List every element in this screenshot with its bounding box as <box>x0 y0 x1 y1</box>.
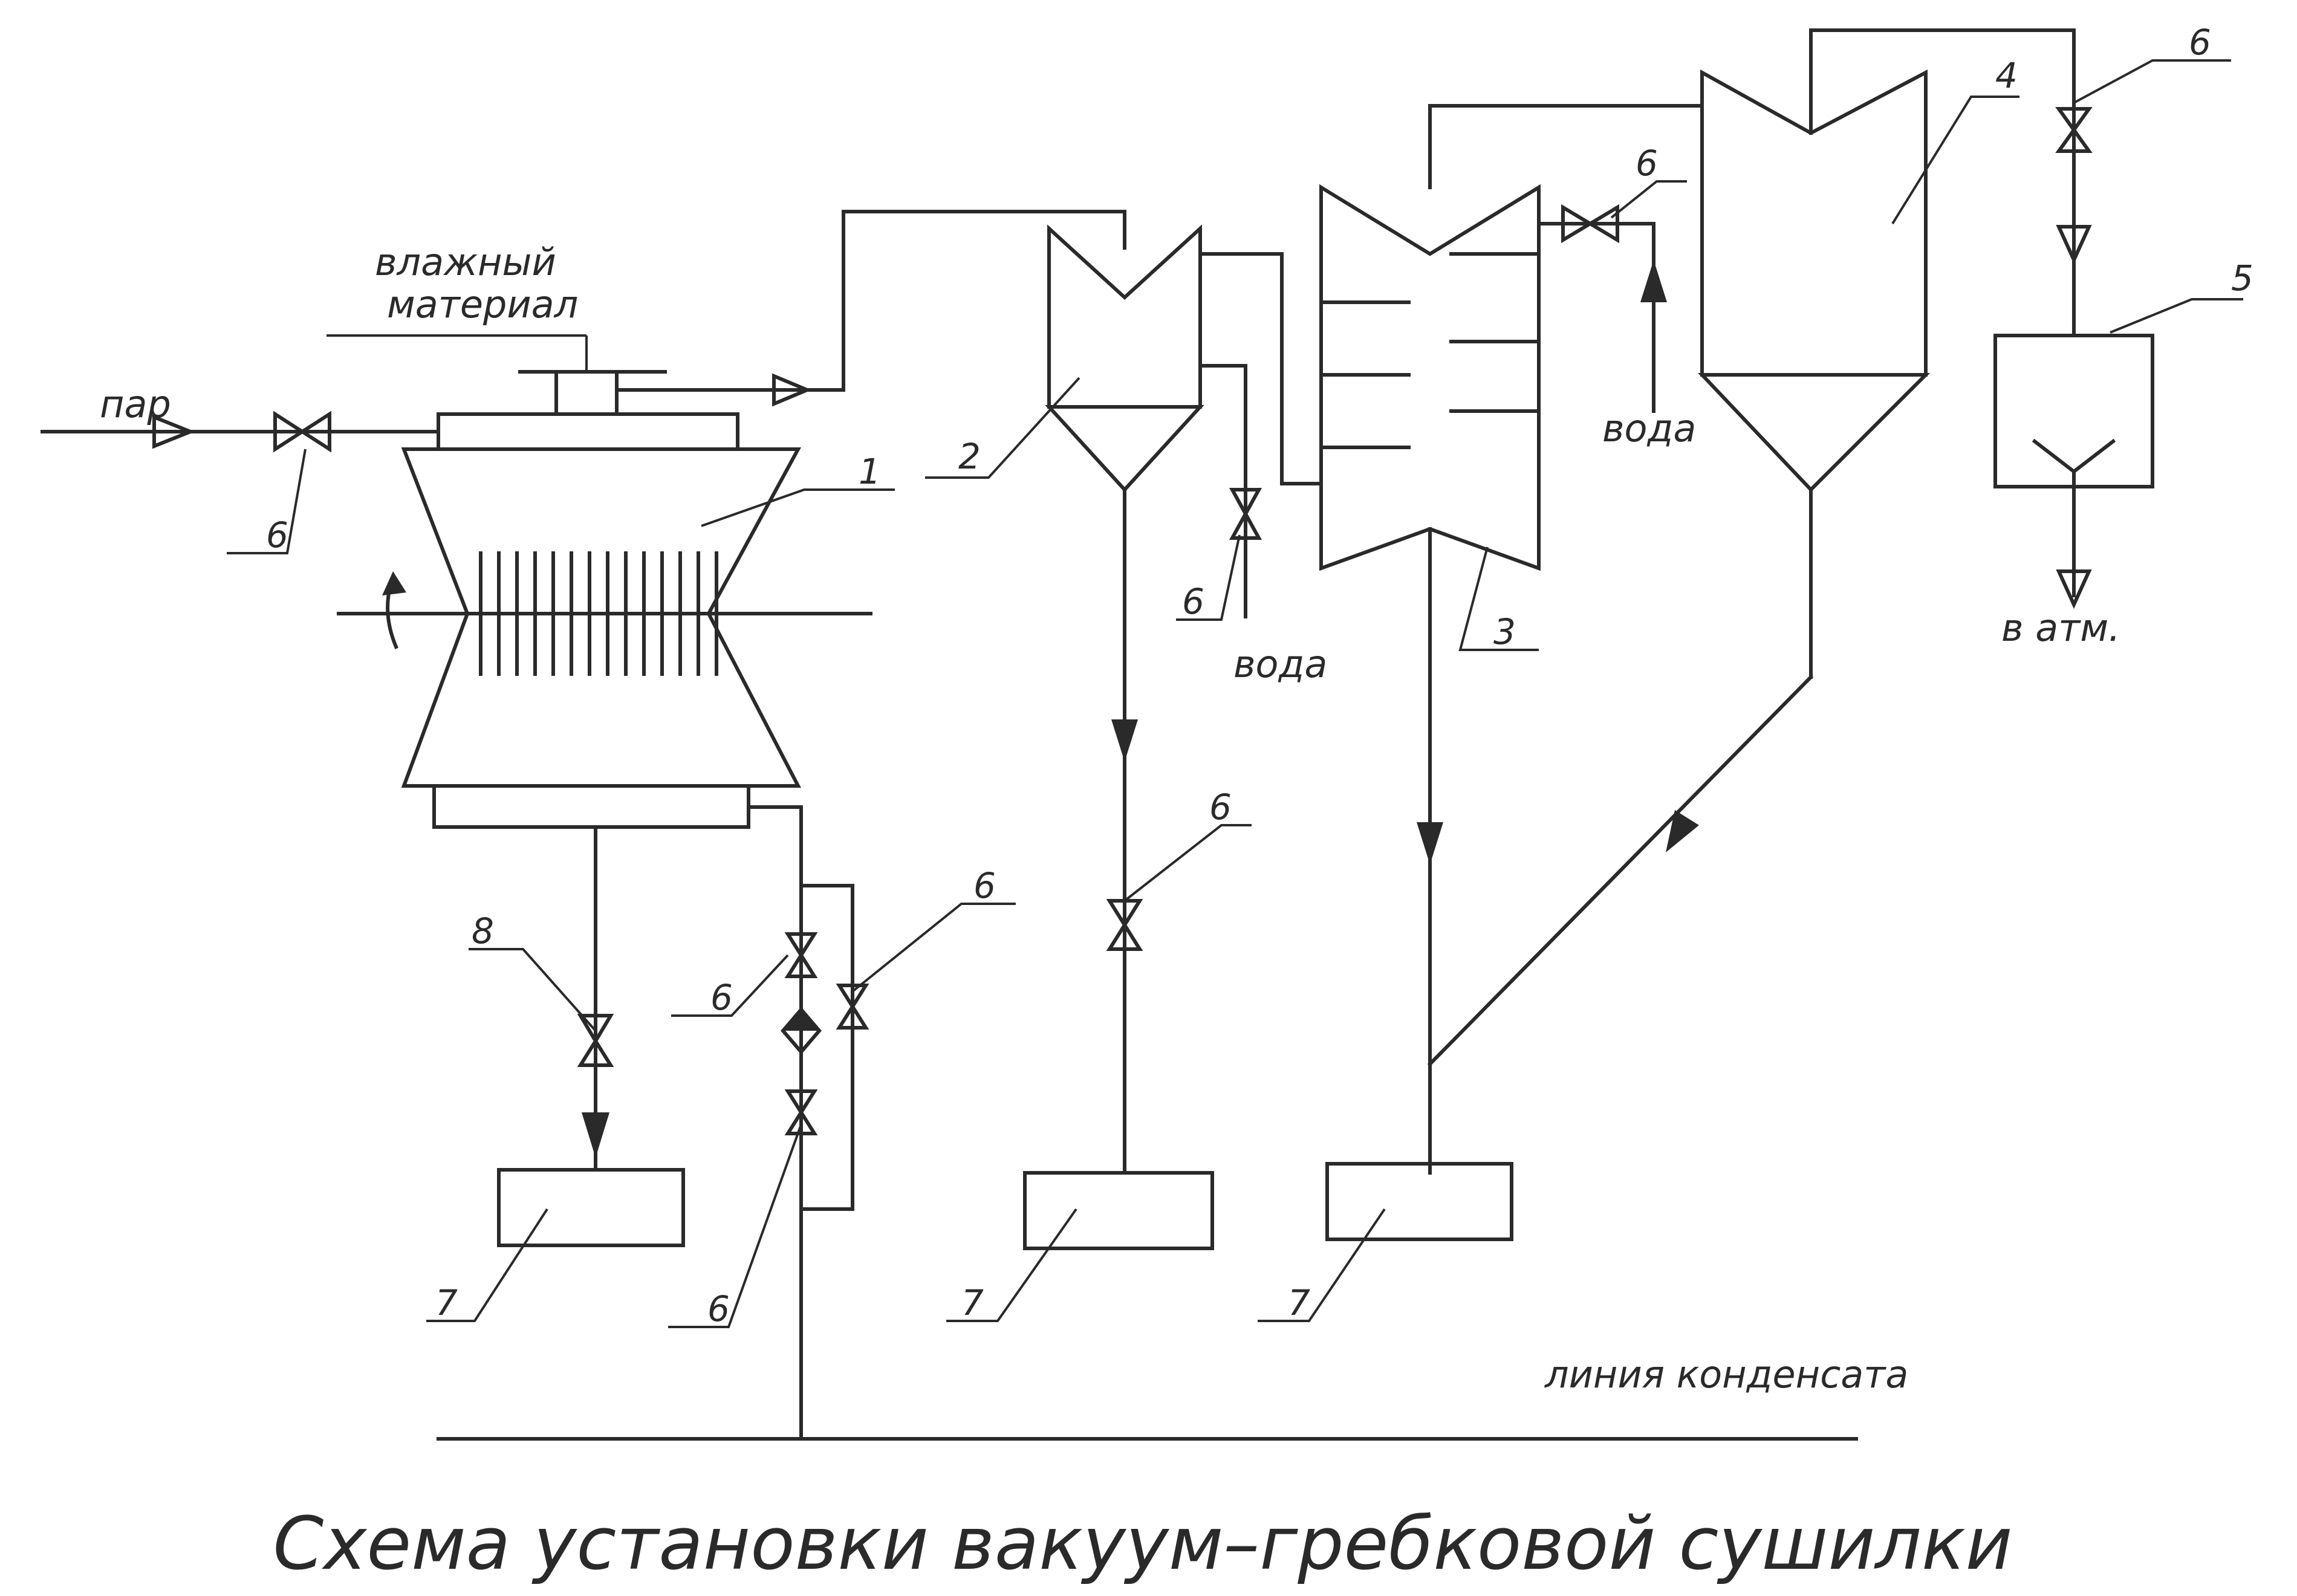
callout-7-b: 7 <box>961 1282 984 1323</box>
label-wet-material-1: влажный <box>375 240 556 284</box>
callout-7-a: 7 <box>435 1282 458 1323</box>
vapour-line <box>615 210 1126 407</box>
rakes <box>479 551 718 676</box>
label-water-2: вода <box>1602 406 1696 450</box>
callout-6-condenser: 6 <box>1636 143 1658 184</box>
dryer-top-jacket <box>437 412 739 451</box>
dryer-1 <box>337 370 872 829</box>
callout-8: 8 <box>472 910 494 952</box>
steam-inlet <box>41 410 440 453</box>
callout-6-trap-bypass: 6 <box>973 865 996 906</box>
callout-6-pump: 6 <box>2189 22 2211 63</box>
label-water-1: вода <box>1233 642 1327 686</box>
loading-hatch <box>554 370 619 416</box>
callout-5: 5 <box>2231 258 2253 299</box>
collector-7-c <box>1325 1162 1513 1241</box>
callout-4: 4 <box>1995 55 2018 96</box>
callout-6-steam: 6 <box>266 514 288 556</box>
callout-6-trap-b: 6 <box>707 1288 730 1329</box>
vacuum-pump-5 <box>1993 101 2154 609</box>
leader-lines <box>227 59 2243 1328</box>
callout-7-c: 7 <box>1288 1282 1310 1323</box>
dryer-body <box>401 447 802 788</box>
callout-2: 2 <box>958 436 981 477</box>
dust-catcher-2 <box>1045 224 1262 1175</box>
diagram-title: Схема установки вакуум–гребковой сушилки <box>273 1502 2013 1586</box>
callout-1: 1 <box>859 451 881 492</box>
collector-7-a <box>497 1168 685 1247</box>
condensate-trap <box>747 805 869 1441</box>
product-outlet <box>577 825 614 1169</box>
callout-6-water: 6 <box>1182 581 1204 622</box>
callout-6-cyclone-leg: 6 <box>1209 787 1232 828</box>
label-wet-material-2: материал <box>387 282 578 326</box>
dryer-bottom-jacket <box>432 784 750 829</box>
receiver-4 <box>1427 28 2076 1067</box>
label-to-atm: в атм. <box>2001 606 2120 650</box>
callout-6-trap-a: 6 <box>710 977 733 1018</box>
label-steam: пар <box>100 382 171 426</box>
label-condensate-line: линия конденсата <box>1544 1352 1908 1396</box>
collector-7-b <box>1023 1171 1214 1250</box>
callout-3: 3 <box>1493 611 1516 652</box>
